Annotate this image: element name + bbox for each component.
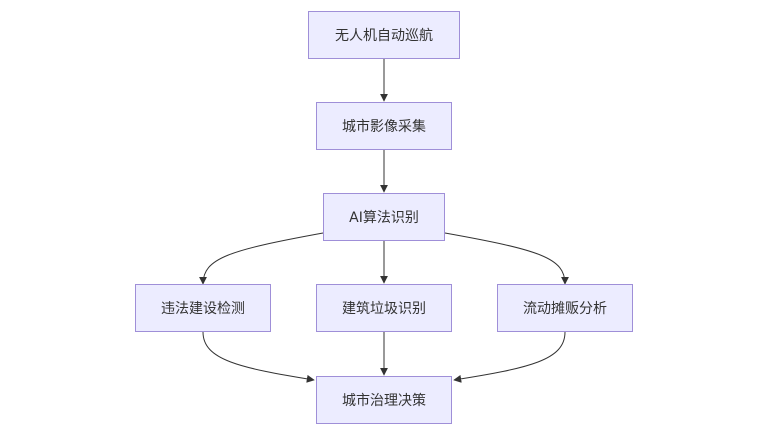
node-illegal-building: 违法建设检测 bbox=[135, 284, 271, 332]
node-street-vendor: 流动摊贩分析 bbox=[497, 284, 633, 332]
node-image-capture: 城市影像采集 bbox=[316, 102, 452, 150]
edge-ai-to-street-vendor bbox=[444, 232, 569, 285]
edge-illegal-building-to-decision bbox=[202, 331, 315, 383]
node-construction-waste: 建筑垃圾识别 bbox=[316, 284, 452, 332]
node-governance-decision: 城市治理决策 bbox=[316, 376, 452, 424]
node-drone-patrol: 无人机自动巡航 bbox=[308, 11, 460, 59]
node-ai-recognition: AI算法识别 bbox=[323, 193, 445, 241]
edge-street-vendor-to-decision bbox=[453, 331, 566, 383]
edge-ai-to-illegal-building bbox=[199, 232, 324, 285]
